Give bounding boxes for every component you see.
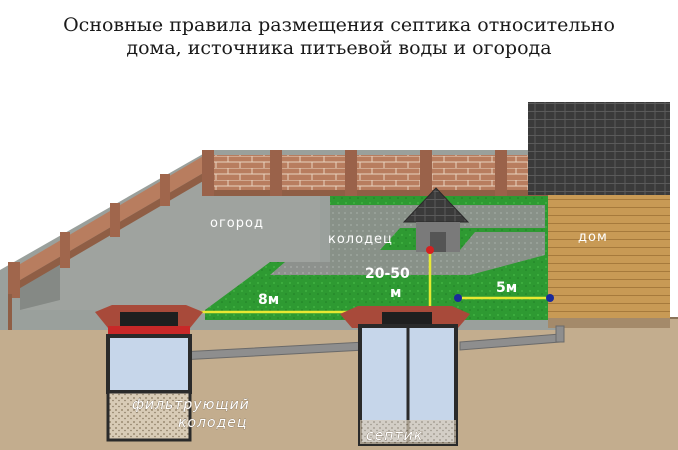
- back-fence: [202, 150, 550, 196]
- septic-tank: [340, 306, 470, 446]
- distance-filter-well: 8м: [258, 292, 279, 308]
- label-septic: септик: [366, 428, 423, 444]
- filter-well: [95, 305, 203, 442]
- distance-house: 5м: [496, 280, 517, 296]
- well-structure: [402, 187, 470, 252]
- paving-path: [290, 205, 545, 275]
- label-house: дом: [578, 230, 608, 245]
- measure-lines: [188, 250, 550, 314]
- label-garden: огород: [210, 216, 264, 231]
- distance-well-line2: м: [390, 285, 401, 301]
- house: [528, 102, 670, 328]
- soil-section: [0, 317, 678, 450]
- label-filter-well-line2: колодец: [178, 415, 247, 431]
- title-line-1: Основные правила размещения септика отно…: [63, 14, 615, 36]
- distance-well-line1: 20-50: [365, 266, 410, 282]
- diagram-title: Основные правила размещения септика отно…: [0, 14, 678, 60]
- label-well: колодец: [328, 232, 393, 247]
- left-fence: [8, 155, 205, 330]
- house-roof: [528, 102, 670, 195]
- label-filter-well-line1: фильтрующий: [132, 397, 250, 413]
- title-line-2: дома, источника питьевой воды и огорода: [126, 37, 552, 59]
